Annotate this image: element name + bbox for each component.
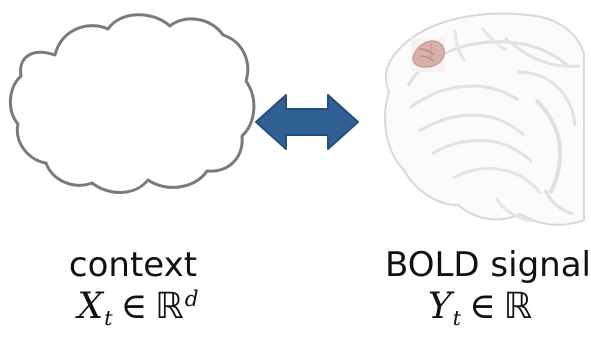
bold-signal-subscript: t xyxy=(452,305,461,330)
bold-signal-variable: Y xyxy=(427,286,452,327)
context-operator: ∈ xyxy=(120,286,148,327)
cloud-icon xyxy=(9,13,256,194)
bold-signal-word: BOLD signal xyxy=(385,245,591,285)
bold-signal-operator: ∈ xyxy=(468,286,496,327)
context-superscript: d xyxy=(184,287,199,313)
context-set: ℝ xyxy=(155,286,184,327)
bold-signal-formula: Yt ∈ℝ xyxy=(395,286,565,329)
context-variable: X xyxy=(77,286,104,327)
context-subscript: t xyxy=(104,305,113,330)
brain-highlight-patch xyxy=(411,38,445,72)
brain-icon xyxy=(384,12,585,226)
bold-signal-label: BOLD signal xyxy=(385,245,591,285)
bold-signal-set: ℝ xyxy=(503,286,533,327)
context-word: context xyxy=(68,245,198,285)
double-arrow-icon xyxy=(255,94,359,150)
context-label: context xyxy=(48,248,218,282)
context-formula: Xt ∈ℝd xyxy=(28,286,248,329)
